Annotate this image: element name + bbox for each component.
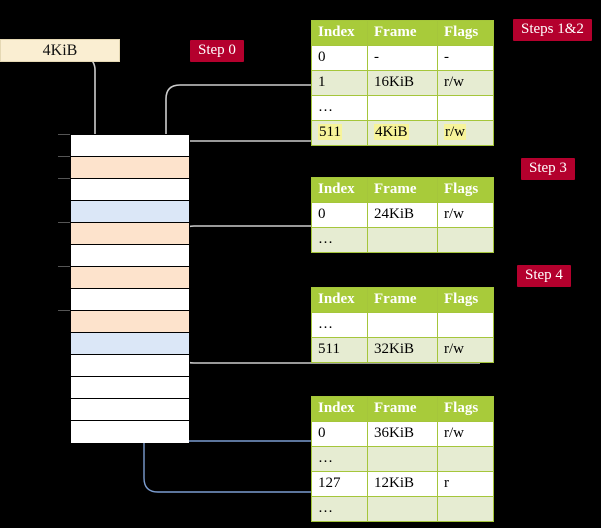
frame-tick-mark	[58, 134, 70, 135]
frame-tick-mark	[58, 156, 70, 157]
memory-frame-row	[71, 311, 189, 333]
cell-frame: 36KiB	[367, 421, 438, 447]
source-frame-4kib: 4KiB	[0, 39, 120, 62]
cell-flags	[437, 95, 494, 121]
memory-frame-row	[71, 135, 189, 157]
badge-step-4: Step 4	[517, 265, 571, 287]
table-row: …	[311, 227, 494, 253]
memory-frame-row	[71, 399, 189, 421]
table-row: …	[311, 312, 494, 338]
cell-index: …	[311, 95, 368, 121]
cell-flags: -	[437, 45, 494, 71]
table-row: …	[311, 95, 494, 121]
cell-index: …	[311, 227, 368, 253]
column-header-flags: Flags	[437, 287, 494, 313]
cell-index: …	[311, 446, 368, 472]
column-header-index: Index	[311, 287, 368, 313]
frame-tick-mark	[58, 222, 70, 223]
badge-steps-1-2: Steps 1&2	[513, 19, 592, 41]
table-row: 511 4KiB r/w	[311, 120, 494, 146]
table-row: …	[311, 446, 494, 472]
highlighted-value: 511	[318, 124, 342, 140]
column-header-frame: Frame	[367, 177, 438, 203]
memory-frame-row	[71, 201, 189, 223]
column-header-index: Index	[311, 396, 368, 422]
cell-flags	[437, 312, 494, 338]
cell-frame	[367, 496, 438, 522]
memory-frame-row	[71, 267, 189, 289]
cell-frame	[367, 95, 438, 121]
cell-frame: 4KiB	[367, 120, 438, 146]
memory-frame-row	[71, 333, 189, 355]
cell-index: 0	[311, 45, 368, 71]
cell-flags: r/w	[437, 337, 494, 363]
cell-flags	[437, 496, 494, 522]
badge-step-0: Step 0	[190, 40, 244, 62]
column-header-frame: Frame	[367, 396, 438, 422]
cell-flags: r/w	[437, 202, 494, 228]
cell-flags: r/w	[437, 120, 494, 146]
column-header-flags: Flags	[437, 20, 494, 46]
column-header-flags: Flags	[437, 396, 494, 422]
cell-frame: 24KiB	[367, 202, 438, 228]
column-header-flags: Flags	[437, 177, 494, 203]
cell-index: 511	[311, 120, 368, 146]
cell-frame	[367, 227, 438, 253]
table-row: 0--	[311, 45, 494, 71]
frame-tick-mark	[58, 266, 70, 267]
cell-index: 1	[311, 70, 368, 96]
cell-index: 511	[311, 337, 368, 363]
cell-frame	[367, 312, 438, 338]
cell-flags	[437, 227, 494, 253]
cell-index: 127	[311, 471, 368, 497]
memory-frame-row	[71, 179, 189, 201]
memory-frame-row	[71, 377, 189, 399]
memory-frame-row	[71, 355, 189, 377]
memory-frame-row	[71, 157, 189, 179]
cell-index: …	[311, 312, 368, 338]
physical-memory-column	[70, 134, 190, 443]
column-header-index: Index	[311, 20, 368, 46]
table-row: …	[311, 496, 494, 522]
column-header-frame: Frame	[367, 287, 438, 313]
cell-frame: -	[367, 45, 438, 71]
cell-frame: 32KiB	[367, 337, 438, 363]
cell-index: 0	[311, 421, 368, 447]
memory-frame-row	[71, 289, 189, 311]
badge-step-3: Step 3	[521, 158, 575, 180]
cell-frame: 12KiB	[367, 471, 438, 497]
memory-frame-row	[71, 421, 189, 443]
cell-index: …	[311, 496, 368, 522]
memory-frame-row	[71, 223, 189, 245]
frame-tick-mark	[58, 310, 70, 311]
cell-flags: r/w	[437, 70, 494, 96]
highlighted-value: 4KiB	[374, 124, 409, 140]
cell-frame	[367, 446, 438, 472]
memory-frame-row	[71, 245, 189, 267]
highlighted-value: r/w	[444, 124, 466, 140]
cell-flags	[437, 446, 494, 472]
cell-frame: 16KiB	[367, 70, 438, 96]
cell-flags: r	[437, 471, 494, 497]
cell-index: 0	[311, 202, 368, 228]
column-header-index: Index	[311, 177, 368, 203]
frame-tick-mark	[58, 178, 70, 179]
cell-flags: r/w	[437, 421, 494, 447]
column-header-frame: Frame	[367, 20, 438, 46]
